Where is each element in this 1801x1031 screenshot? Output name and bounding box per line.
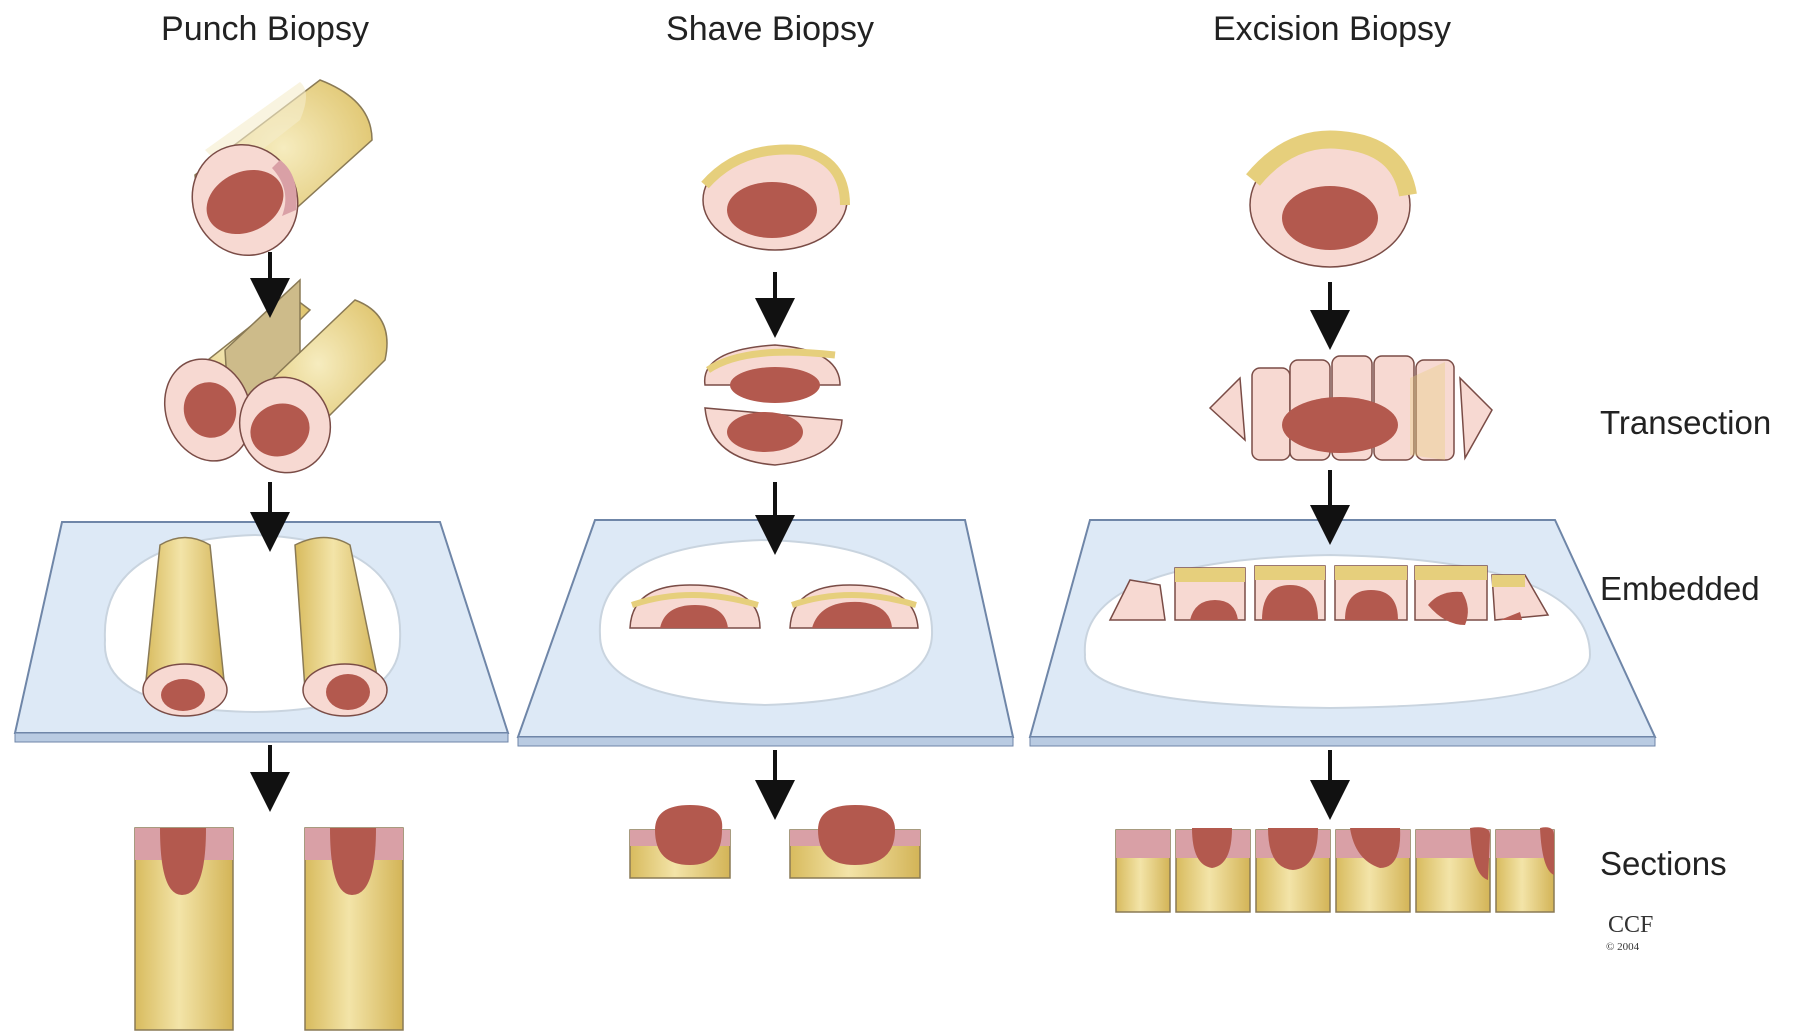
excision-intact-specimen	[1250, 140, 1410, 268]
column-title-excision: Excision Biopsy	[1213, 10, 1451, 48]
column-title-shave: Shave Biopsy	[666, 10, 874, 48]
shave-transected-specimen	[705, 345, 842, 465]
row-label-transection: Transection	[1600, 404, 1771, 441]
row-label-embedded: Embedded	[1600, 570, 1760, 607]
shave-cassette	[518, 520, 1013, 746]
punch-sections	[135, 828, 403, 1030]
shave-sections	[630, 805, 920, 878]
excision-cassette	[1030, 520, 1655, 746]
credit-year: © 2004	[1606, 941, 1640, 953]
shave-intact-specimen	[703, 149, 847, 250]
punch-cassette	[15, 522, 508, 742]
punch-intact-specimen	[174, 80, 372, 273]
punch-transected-specimen	[151, 280, 387, 485]
excision-transected-specimen	[1210, 356, 1492, 460]
credit-name: CCF	[1608, 912, 1653, 938]
excision-sections	[1116, 827, 1554, 912]
column-title-punch: Punch Biopsy	[161, 10, 369, 48]
row-label-sections: Sections	[1600, 845, 1727, 882]
